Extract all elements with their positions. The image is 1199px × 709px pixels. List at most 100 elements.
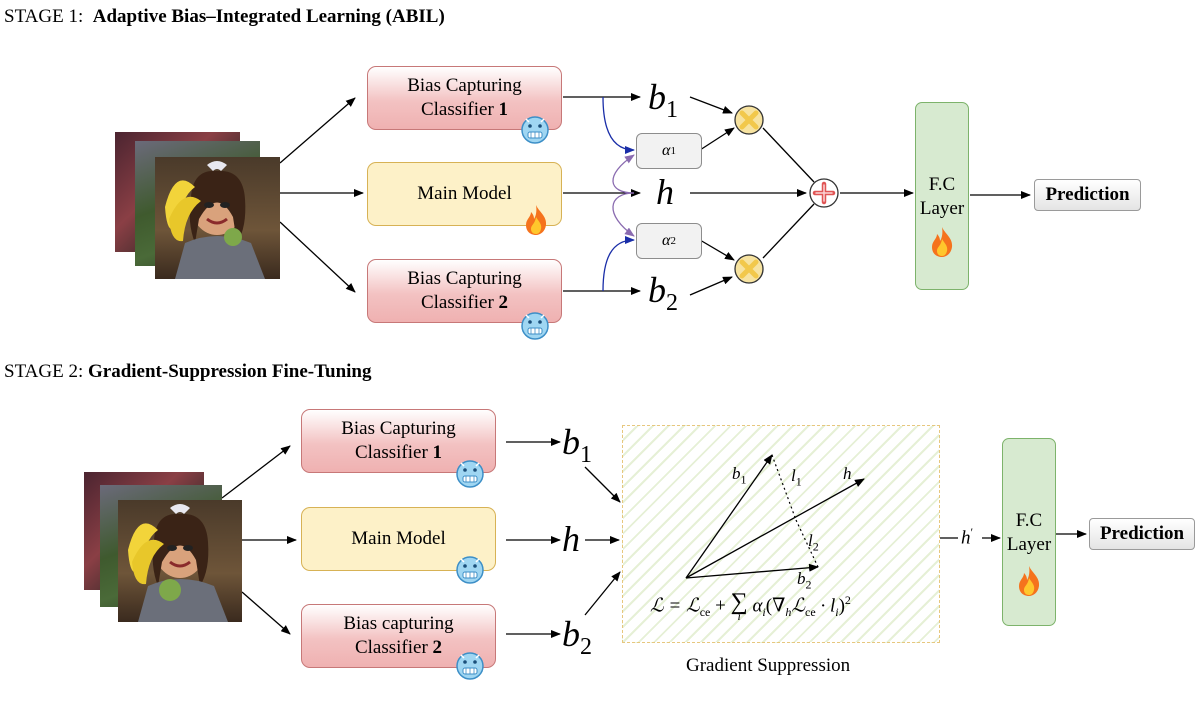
stage1-main-label: Main Model: [417, 183, 512, 204]
s2-arrow-img-to-bias2: [241, 591, 291, 635]
stage1-bias-classifier-2: Bias Capturing Classifier 2: [367, 259, 562, 323]
s2-arrow-img-to-bias1: [221, 445, 291, 499]
stage1-title-text: Adaptive Bias–Integrated Learning (ABIL): [92, 6, 445, 27]
blue-arrow-b1-alpha1: [602, 96, 635, 154]
vector-h: [685, 478, 865, 579]
dotted-l1: [771, 454, 797, 521]
s2-input-image-front: [118, 500, 242, 622]
formula-lhs: ℒ = ℒ: [650, 595, 700, 617]
gs-l1-sub: 1: [795, 474, 802, 489]
gs-label-l2: l2: [808, 531, 819, 554]
formula-plus: +: [710, 595, 731, 617]
formula-sum-index: i: [737, 609, 741, 623]
stage1-main-model: Main Model: [367, 162, 562, 226]
add-circle-icon: [809, 178, 839, 208]
stage2-prefix: STAGE 2:: [4, 361, 84, 382]
stage2-prediction: Prediction: [1089, 518, 1195, 550]
person-photo-icon: [165, 161, 265, 279]
stage2-bias1-num: 1: [432, 442, 443, 463]
frozen-face-icon: [521, 312, 549, 340]
fire-icon: [526, 205, 547, 235]
stage2-b2-sub: 2: [580, 634, 592, 661]
gs-label-l1: l1: [791, 466, 802, 489]
stage1-b2-sub: 2: [666, 290, 678, 317]
gs-l2-text: l: [808, 531, 813, 550]
purple-arrow-h-alpha1: [612, 154, 635, 194]
formula-dot-l: · l: [815, 595, 836, 617]
stage1-fc-layer: F.C Layer: [915, 102, 969, 290]
stage2-title: STAGE 2: Gradient-Suppression Fine-Tunin…: [4, 361, 372, 383]
gs-label-b1: b1: [732, 464, 747, 487]
stage1-fc-line2: Layer: [919, 198, 965, 219]
gs-h-text: h: [843, 464, 852, 483]
gs-label-h: h: [843, 464, 852, 484]
gs-b2-text: b: [797, 569, 806, 588]
gs-b1-sub: 1: [740, 472, 747, 487]
frozen-face-icon: [456, 652, 484, 680]
formula-square: 2: [844, 593, 851, 607]
stage1-var-b1: b1: [648, 79, 678, 128]
gs-b1-text: b: [732, 464, 741, 483]
alpha1-sub: 1: [670, 145, 676, 157]
stage1-bias1-num: 1: [498, 99, 509, 120]
stage1-h-text: h: [656, 172, 674, 212]
line-mult1-add: [762, 127, 815, 183]
fire-icon: [1019, 566, 1040, 596]
stage2-bias2-num: 2: [432, 637, 443, 658]
frozen-face-icon: [521, 116, 549, 144]
formula-close: ): [838, 595, 845, 617]
stage2-b1-sub: 1: [580, 442, 592, 469]
gs-l2-sub: 2: [812, 539, 819, 554]
formula-alpha-sub: i: [762, 605, 766, 620]
alpha2-text: α: [662, 232, 671, 249]
multiply-circle-icon: [734, 254, 764, 284]
stage2-main-label: Main Model: [351, 528, 446, 549]
hprime-text: h: [961, 527, 971, 549]
stage1-prediction-text: Prediction: [1045, 184, 1130, 205]
frozen-face-icon: [456, 460, 484, 488]
stage2-var-h: h: [562, 521, 580, 557]
hprime-mark: ′: [970, 525, 974, 539]
stage2-prediction-text: Prediction: [1099, 523, 1185, 544]
gradient-suppression-caption: Gradient Suppression: [686, 655, 851, 676]
formula-ce2: ce: [805, 605, 816, 620]
stage2-fc-layer: F.C Layer: [1002, 438, 1056, 626]
formula-nabla: (∇: [765, 595, 786, 617]
formula-alpha: α: [752, 595, 763, 617]
s2-arrow-b1-gs: [584, 466, 621, 503]
stage1-bias1-line2: Classifier: [420, 99, 499, 120]
vector-b1: [685, 454, 773, 579]
gs-label-b2: b2: [797, 569, 812, 592]
arrow-b2-mult2: [689, 276, 733, 296]
arrow-alpha1-mult1: [699, 127, 735, 151]
stage2-bias2-line2: Classifier: [354, 637, 433, 658]
blue-arrow-b2-alpha2: [602, 236, 635, 292]
vector-diagram: [685, 454, 865, 579]
stage1-bias2-num: 2: [498, 292, 509, 313]
formula-nabla-sub: h: [785, 605, 792, 620]
arrow-img-to-bias2: [279, 221, 356, 293]
fire-icon: [932, 227, 953, 257]
line-mult2-add: [762, 203, 815, 259]
gs-b2-sub: 2: [805, 577, 812, 592]
stage1-bias1-line1: Bias Capturing: [407, 75, 522, 96]
stage1-b2-text: b: [648, 270, 666, 310]
formula-l-sub: i: [835, 605, 839, 620]
stage2-var-hprime: h′: [961, 525, 973, 549]
arrow-b1-mult1: [689, 96, 733, 114]
arrow-img-to-bias1: [279, 97, 356, 164]
stage1-bias2-line2: Classifier: [420, 292, 499, 313]
stage1-b1-text: b: [648, 77, 666, 117]
frozen-face-icon: [456, 556, 484, 584]
stage1-var-h: h: [656, 174, 674, 210]
dotted-l2: [795, 519, 819, 568]
stage2-bias1-line1: Bias Capturing: [341, 418, 456, 439]
alpha1-text: α: [662, 142, 671, 159]
multiply-circle-icon: [734, 105, 764, 135]
stage2-fc-line1: F.C: [1015, 510, 1043, 531]
stage1-title: STAGE 1: Adaptive Bias–Integrated Learni…: [4, 6, 445, 28]
